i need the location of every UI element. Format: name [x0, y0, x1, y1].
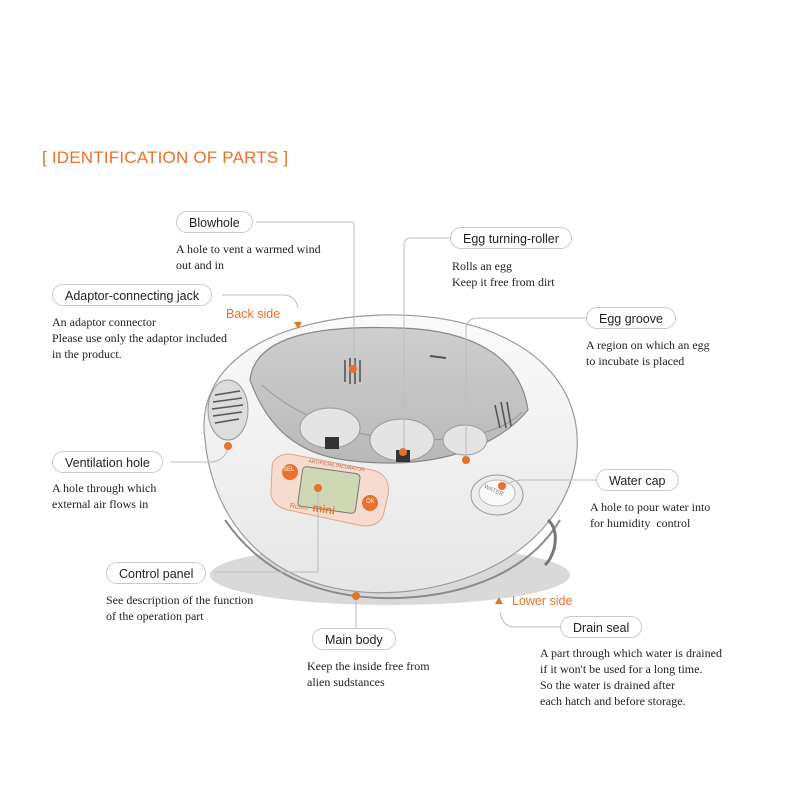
control-panel-desc: See description of the function of the o…: [106, 593, 254, 623]
control-panel-label: Control panel: [106, 562, 207, 584]
ventilation-hole-desc: A hole through which external air flows …: [52, 481, 157, 511]
drain-seal-desc: A part through which water is drained if…: [540, 646, 722, 708]
water-cap-label: Water cap: [596, 469, 679, 491]
adaptor-jack-desc: An adaptor connector Please use only the…: [52, 315, 227, 361]
water-cap-desc: A hole to pour water into for humidity c…: [590, 500, 711, 530]
egg-groove-desc: A region on which an egg to incubate is …: [586, 338, 710, 368]
blowhole-desc: A hole to vent a warmed wind out and in: [176, 242, 321, 272]
sel-button: [282, 464, 298, 480]
drain-seal-label: Drain seal: [560, 616, 643, 638]
egg-turning-roller-label: Egg turning-roller: [450, 227, 572, 249]
lower-side-arrow: [495, 597, 503, 604]
part-markers: [224, 365, 506, 600]
egg-turning-roller-desc: Rolls an egg Keep it free from dirt: [452, 259, 555, 289]
bottom-rim: [224, 519, 561, 600]
egg-groove-label: Egg groove: [586, 307, 676, 329]
ok-button-label: OK: [366, 499, 375, 505]
adaptor-jack-label: Adaptor-connecting jack: [52, 284, 213, 306]
blowhole-label: Blowhole: [176, 211, 253, 233]
back-side-arrow: [294, 322, 302, 329]
ok-button: [362, 495, 378, 511]
page-title: [ IDENTIFICATION OF PARTS ]: [42, 148, 289, 167]
lcd-screen: [297, 466, 361, 514]
main-body-desc: Keep the inside free from alien sudstanc…: [307, 659, 430, 689]
ventilation-hole-shape: [207, 379, 249, 441]
lower-side-label: Lower side: [512, 594, 573, 608]
egg-3: [442, 424, 488, 456]
back-side-label: Back side: [226, 307, 281, 321]
sel-button-label: SEL: [283, 467, 295, 473]
ventilation-hole-label: Ventilation hole: [52, 451, 163, 473]
main-body-label: Main body: [312, 628, 396, 650]
